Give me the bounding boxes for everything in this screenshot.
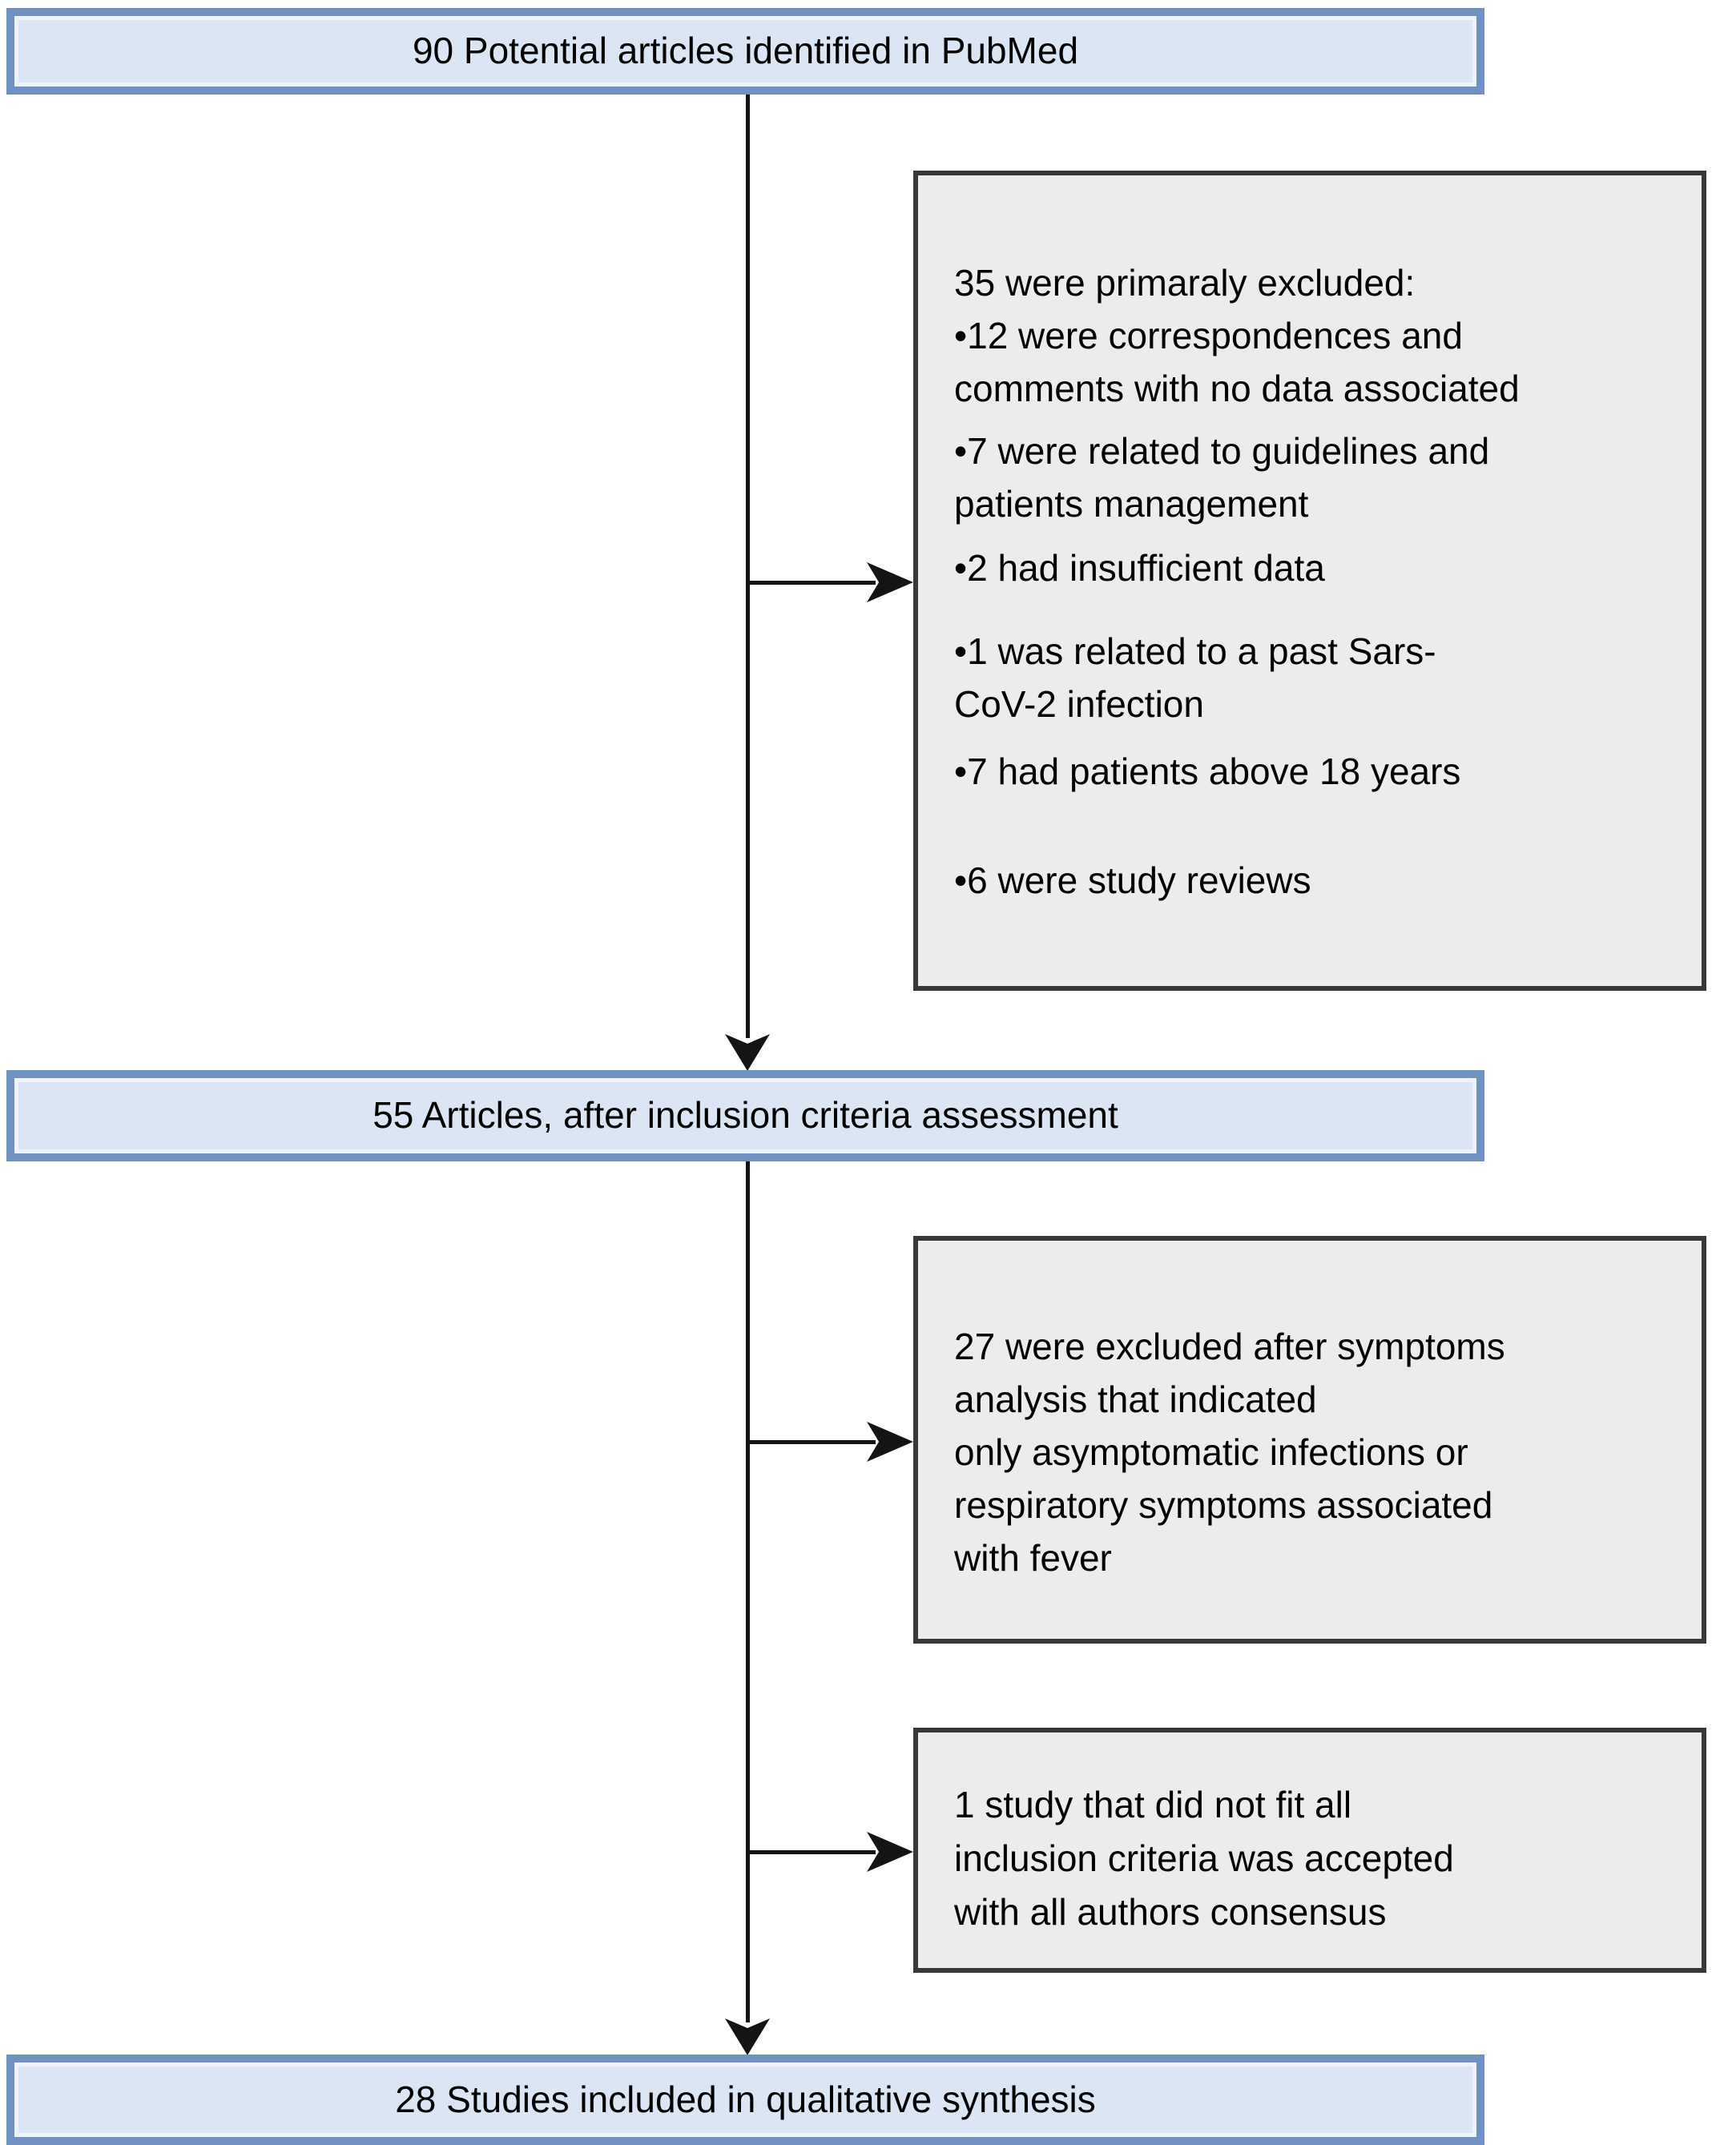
exclusion-bullet-line: •7 were related to guidelines and (954, 430, 1490, 472)
flow-box-included-synthesis: 28 Studies included in qualitative synth… (6, 2054, 1484, 2145)
flow-box-included-label: 28 Studies included in qualitative synth… (395, 2078, 1096, 2120)
symptoms-exclusion-line: respiratory symptoms associated (954, 1484, 1493, 1526)
symptoms-exclusion-line: with fever (954, 1537, 1112, 1579)
flow-box-articles-after-inclusion: 55 Articles, after inclusion criteria as… (6, 1070, 1484, 1161)
exclusion-bullet-line: comments with no data associated (954, 368, 1520, 409)
exclusion-bullet-line: patients management (954, 483, 1309, 525)
connector-line-branch-consensus (747, 1850, 876, 1854)
note-box-accepted-consensus: 1 study that did not fit all inclusion c… (913, 1728, 1706, 1973)
consensus-line: with all authors consensus (954, 1891, 1387, 1933)
exclusion-bullet-line: •7 had patients above 18 years (954, 751, 1461, 792)
exclusion-bullet-line: •2 had insufficient data (954, 547, 1325, 589)
consensus-line: inclusion criteria was accepted (954, 1837, 1454, 1879)
symptoms-exclusion-line: analysis that indicated (954, 1378, 1317, 1420)
arrowhead-down-to-included-icon (725, 2018, 770, 2055)
connector-line-branch-symptoms-exclusions (747, 1440, 876, 1444)
symptoms-exclusion-line: only asymptomatic infections or (954, 1431, 1468, 1473)
arrowhead-down-to-articles-icon (725, 1034, 770, 1071)
connector-line-pubmed-to-articles (746, 95, 750, 1038)
consensus-line: 1 study that did not fit all (954, 1784, 1352, 1825)
exclusion-bullet-line: •12 were correspondences and (954, 315, 1463, 356)
connector-line-branch-primary-exclusions (747, 581, 876, 585)
flow-box-pubmed: 90 Potential articles identified in PubM… (6, 8, 1484, 95)
exclusion-title: 35 were primaraly excluded: (954, 262, 1416, 304)
exclusion-bullet-line: •1 was related to a past Sars- (954, 630, 1436, 672)
exclusion-bullet-line: •6 were study reviews (954, 859, 1311, 901)
connector-line-articles-to-included (746, 1161, 750, 2022)
flow-box-pubmed-label: 90 Potential articles identified in PubM… (412, 30, 1079, 72)
symptoms-exclusion-line: 27 were excluded after symptoms (954, 1326, 1505, 1367)
flow-box-articles-label: 55 Articles, after inclusion criteria as… (373, 1094, 1118, 1137)
note-box-symptoms-exclusions: 27 were excluded after symptoms analysis… (913, 1236, 1706, 1644)
exclusion-bullet-line: CoV-2 infection (954, 683, 1204, 725)
note-box-primary-exclusions: 35 were primaraly excluded: •12 were cor… (913, 171, 1706, 991)
